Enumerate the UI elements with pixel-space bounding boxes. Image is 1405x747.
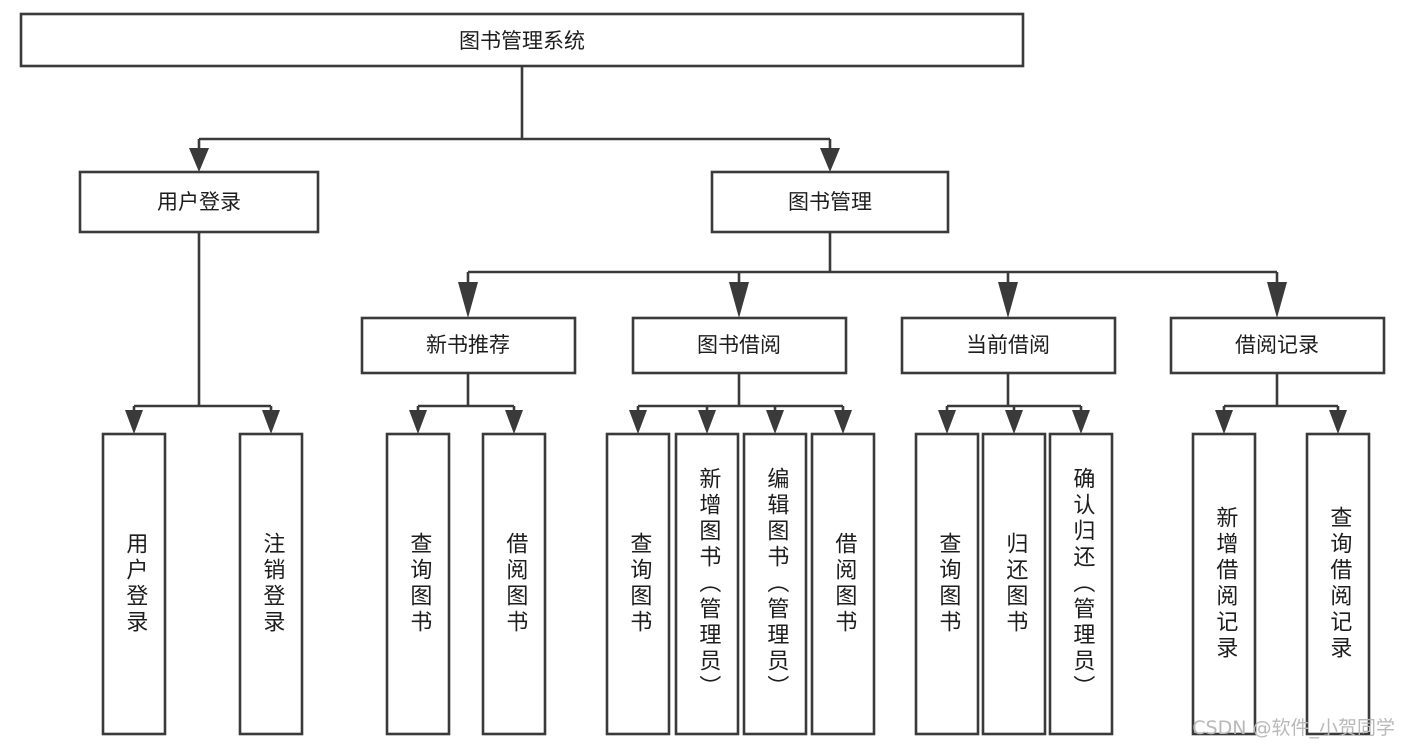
- node-box-current-borrow[interactable]: [900, 316, 1117, 375]
- arrowhead-leaf-user-login-1: [262, 410, 280, 434]
- node-box-user-login[interactable]: [78, 170, 320, 234]
- leaf-box-book-borrow-2[interactable]: [742, 432, 808, 736]
- arrowhead-leaf-br-1: [1329, 410, 1347, 434]
- arrowhead-leaf-bb-0: [629, 410, 647, 434]
- node-label-new-book-recommend: 新书推荐: [426, 333, 510, 357]
- node-label-current-borrow: 当前借阅: [966, 333, 1050, 357]
- connector-group-current-borrow: [938, 373, 1090, 434]
- node-box-book-borrow[interactable]: [631, 316, 848, 375]
- connector-group-root: [189, 66, 840, 172]
- arrowhead-book-borrow: [729, 282, 749, 318]
- arrowhead-leaf-bb-1: [698, 410, 716, 434]
- arrowhead-leaf-bb-3: [834, 410, 852, 434]
- node-box-new-book-recommend[interactable]: [360, 316, 577, 375]
- arrowhead-leaf-cb-2: [1072, 410, 1090, 434]
- arrowhead-new-book-recommend: [458, 282, 478, 318]
- arrowhead-leaf-nb-0: [409, 410, 427, 434]
- leaf-box-new-book-recommend-0[interactable]: [385, 432, 451, 736]
- node-box-root[interactable]: [19, 12, 1025, 68]
- leaf-box-book-borrow-1[interactable]: [674, 432, 740, 736]
- leaf-box-current-borrow-2[interactable]: [1048, 432, 1114, 736]
- arrowhead-book-manage: [820, 148, 840, 172]
- leaf-box-borrow-record-1[interactable]: [1305, 432, 1371, 736]
- arrowhead-leaf-user-login-0: [125, 410, 143, 434]
- connector-group-book-borrow: [629, 373, 852, 434]
- watermark-text: CSDN @软件_小贺同学: [1192, 717, 1395, 739]
- connector-group-user-login: [125, 232, 280, 434]
- leaf-box-book-borrow-0[interactable]: [605, 432, 671, 736]
- arrowhead-leaf-cb-1: [1005, 410, 1023, 434]
- node-box-book-manage[interactable]: [710, 170, 950, 234]
- arrowhead-leaf-br-0: [1215, 410, 1233, 434]
- node-label-book-manage: 图书管理: [788, 190, 872, 214]
- connector-group-book-manage: [458, 232, 1287, 318]
- node-label-borrow-record: 借阅记录: [1235, 333, 1319, 357]
- leaf-box-current-borrow-1[interactable]: [981, 432, 1047, 736]
- connector-group-borrow-record: [1215, 373, 1347, 434]
- node-label-user-login: 用户登录: [157, 190, 241, 214]
- arrowhead-leaf-bb-2: [766, 410, 784, 434]
- node-box-borrow-record[interactable]: [1169, 316, 1386, 375]
- node-label-root: 图书管理系统: [459, 29, 585, 53]
- arrowhead-current-borrow: [998, 282, 1018, 318]
- arrowhead-user-login: [189, 148, 209, 172]
- leaf-box-user-login-1[interactable]: [238, 432, 304, 736]
- arrowhead-borrow-record: [1267, 282, 1287, 318]
- leaf-box-borrow-record-0[interactable]: [1191, 432, 1257, 736]
- connector-group-new-book-recommend: [409, 373, 523, 434]
- leaf-box-current-borrow-0[interactable]: [914, 432, 980, 736]
- leaf-box-user-login-0[interactable]: [101, 432, 167, 736]
- arrowhead-leaf-nb-1: [505, 410, 523, 434]
- leaf-box-new-book-recommend-1[interactable]: [481, 432, 547, 736]
- leaf-box-book-borrow-3[interactable]: [810, 432, 876, 736]
- node-label-book-borrow: 图书借阅: [697, 333, 781, 357]
- arrowhead-leaf-cb-0: [938, 410, 956, 434]
